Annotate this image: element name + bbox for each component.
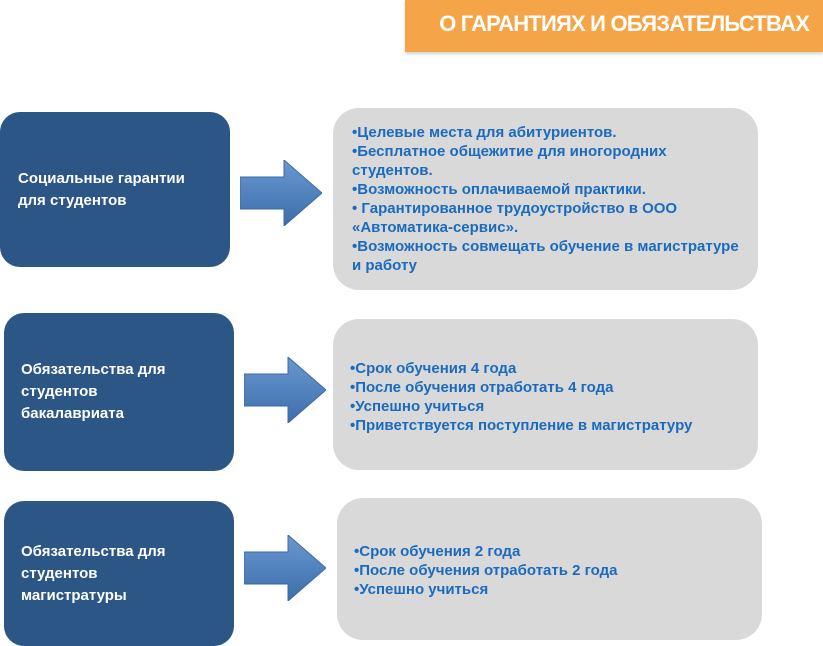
arrow-right-icon — [240, 160, 322, 226]
arrow-right-icon — [244, 357, 326, 423]
social-guarantees-details: •Целевые места для абитуриентов. •Беспла… — [333, 108, 758, 290]
list-item: • Гарантированное трудоустройство в ООО … — [352, 200, 678, 236]
social-guarantees-label: Социальные гарантии для студентов — [18, 169, 185, 209]
master-obligations-label: Обязательства для студентов магистратуры — [21, 542, 166, 604]
list-item: •Целевые места для абитуриентов. — [352, 124, 617, 141]
list-item: •Приветствуется поступление в магистрату… — [350, 417, 693, 434]
list-item: •Бесплатное общежитие для иногородних ст… — [352, 143, 667, 179]
list-item: •Возможность совмещать обучение в магист… — [352, 238, 739, 274]
page-title: О ГАРАНТИЯХ И ОБЯЗАТЕЛЬСТВАХ — [439, 11, 810, 36]
bachelor-obligations-label: Обязательства для студентов бакалавриата — [21, 361, 166, 422]
title-banner: О ГАРАНТИЯХ И ОБЯЗАТЕЛЬСТВАХ — [405, 0, 823, 52]
bachelor-obligations-details: •Срок обучения 4 года •После обучения от… — [333, 319, 758, 470]
list-item: •Срок обучения 2 года — [354, 543, 521, 560]
list-item: •После обучения отработать 4 года — [350, 379, 614, 396]
master-obligations-box: Обязательства для студентов магистратуры — [4, 501, 234, 646]
social-guarantees-box: Социальные гарантии для студентов — [0, 112, 230, 267]
list-item: •После обучения отработать 2 года — [354, 562, 618, 579]
master-obligations-details: •Срок обучения 2 года •После обучения от… — [337, 498, 762, 640]
social-guarantees-list: •Целевые места для абитуриентов. •Беспла… — [352, 123, 744, 275]
list-item: •Срок обучения 4 года — [350, 360, 517, 377]
list-item: •Успешно учиться — [354, 581, 489, 598]
list-item: •Успешно учиться — [350, 398, 485, 415]
arrow-right-icon — [244, 535, 326, 601]
bachelor-obligations-list: •Срок обучения 4 года •После обучения от… — [350, 359, 748, 435]
bachelor-obligations-box: Обязательства для студентов бакалавриата — [4, 313, 234, 471]
list-item: •Возможность оплачиваемой практики. — [352, 181, 646, 198]
master-obligations-list: •Срок обучения 2 года •После обучения от… — [354, 542, 752, 599]
